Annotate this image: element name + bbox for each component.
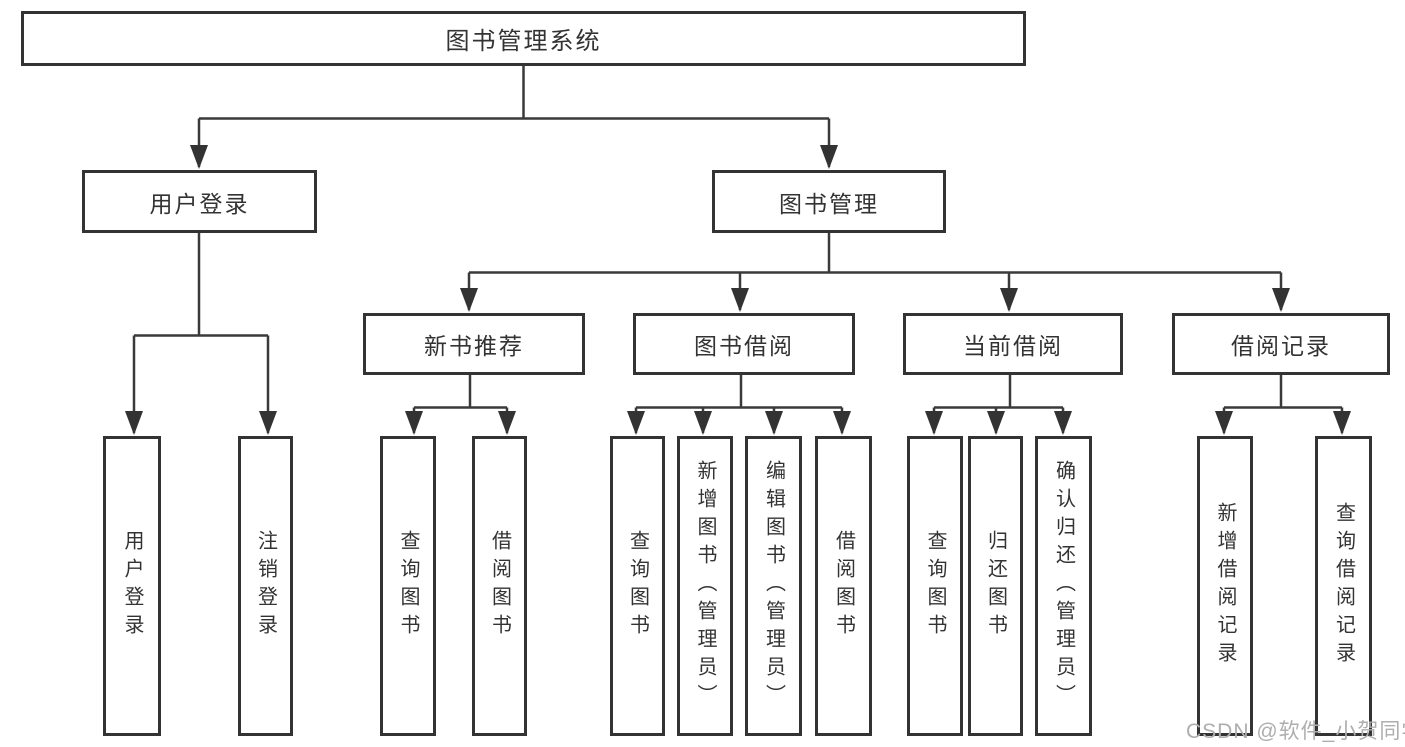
leaf-query-borrow-record: 查询借阅记录 (1315, 436, 1372, 736)
node-label: 用户登录 (149, 190, 250, 217)
leaf-query-book-recommend: 查询图书 (380, 436, 436, 736)
connector-new-book-fan (405, 375, 516, 435)
leaf-logout: 注销登录 (238, 436, 293, 736)
node-borrow-record: 借阅记录 (1172, 313, 1390, 375)
leaf-edit-book-admin: 编辑图书（管理员） (745, 436, 802, 736)
node-label: 查询图书 (397, 530, 419, 642)
leaf-confirm-return-admin: 确认归还（管理员） (1035, 436, 1092, 736)
node-label: 图书管理系统 (445, 28, 602, 55)
leaf-query-book-current: 查询图书 (907, 436, 963, 736)
node-label: 新增图书（管理员） (694, 460, 716, 712)
connector-book-borrow-fan (627, 375, 851, 435)
node-label: 图书管理 (779, 190, 879, 217)
leaf-borrow-book: 借阅图书 (815, 436, 872, 736)
node-label: 当前借阅 (963, 333, 1063, 359)
node-label: 查询借阅记录 (1332, 502, 1355, 670)
leaf-borrow-book-recommend: 借阅图书 (472, 436, 527, 736)
node-new-book-recommend: 新书推荐 (363, 313, 585, 375)
node-label: 确认归还（管理员） (1052, 460, 1075, 712)
leaf-return-book: 归还图书 (968, 436, 1023, 736)
connector-user-login-to-leaves (125, 233, 277, 435)
node-label: 新增借阅记录 (1214, 502, 1236, 670)
leaf-add-borrow-record: 新增借阅记录 (1197, 436, 1253, 736)
connector-borrow-record-fan (1215, 375, 1351, 435)
node-label: 编辑图书（管理员） (762, 460, 785, 712)
node-user-login: 用户登录 (82, 170, 317, 233)
node-book-borrow: 图书借阅 (633, 313, 855, 375)
connector-root-to-level2 (190, 66, 838, 169)
leaf-query-book-borrow: 查询图书 (610, 436, 665, 736)
node-label: 查询图书 (626, 530, 649, 642)
node-label: 借阅图书 (488, 530, 511, 642)
node-root-library-system: 图书管理系统 (21, 11, 1026, 66)
connector-book-mgmt-to-level3 (460, 233, 1290, 312)
node-label: 图书借阅 (694, 333, 794, 359)
node-label: 用户登录 (121, 530, 143, 642)
node-label: 查询图书 (924, 530, 946, 642)
leaf-user-login: 用户登录 (103, 436, 161, 736)
node-book-management: 图书管理 (712, 170, 946, 233)
node-label: 归还图书 (984, 530, 1007, 642)
node-label: 借阅记录 (1231, 333, 1331, 359)
node-label: 借阅图书 (832, 530, 855, 642)
connector-current-borrow-fan (925, 375, 1072, 435)
node-current-borrow: 当前借阅 (903, 313, 1123, 375)
node-label: 新书推荐 (424, 333, 524, 359)
leaf-add-book-admin: 新增图书（管理员） (677, 436, 733, 736)
node-label: 注销登录 (254, 530, 277, 642)
